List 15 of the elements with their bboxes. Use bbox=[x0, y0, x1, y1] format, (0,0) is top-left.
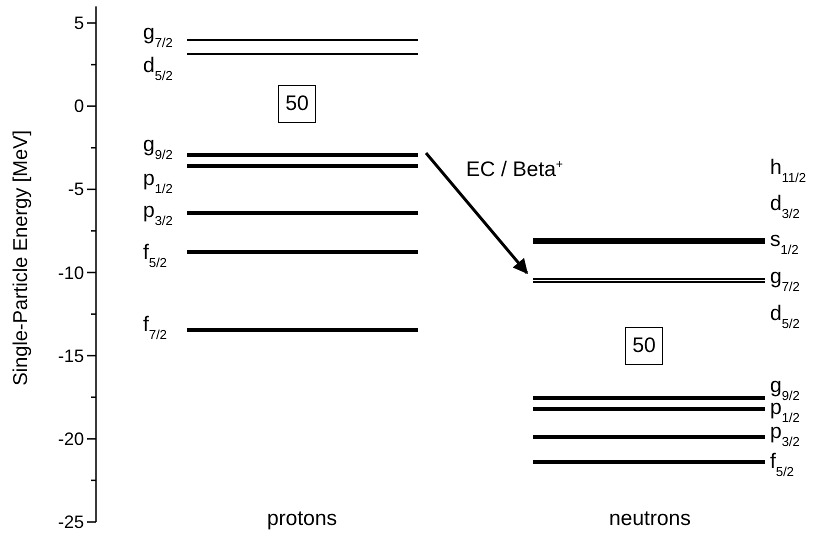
tick-label: -15 bbox=[58, 344, 84, 367]
tick-label: -25 bbox=[58, 511, 84, 533]
column-label: protons bbox=[266, 508, 338, 530]
axis-title: Single-Particle Energy [MeV] bbox=[10, 130, 32, 386]
tick-label: -20 bbox=[58, 428, 84, 450]
tick-label: -10 bbox=[58, 262, 84, 284]
magic-number-box: 50 bbox=[278, 85, 316, 123]
magic-number-box: 50 bbox=[625, 327, 663, 365]
tick-label: -5 bbox=[68, 178, 84, 200]
energy-level bbox=[143, 52, 418, 83]
tick-label: 5 bbox=[74, 12, 84, 34]
column-label: neutrons bbox=[609, 508, 689, 530]
energy-level bbox=[143, 164, 418, 196]
tick-label: 0 bbox=[74, 95, 84, 118]
arrow bbox=[424, 152, 528, 274]
